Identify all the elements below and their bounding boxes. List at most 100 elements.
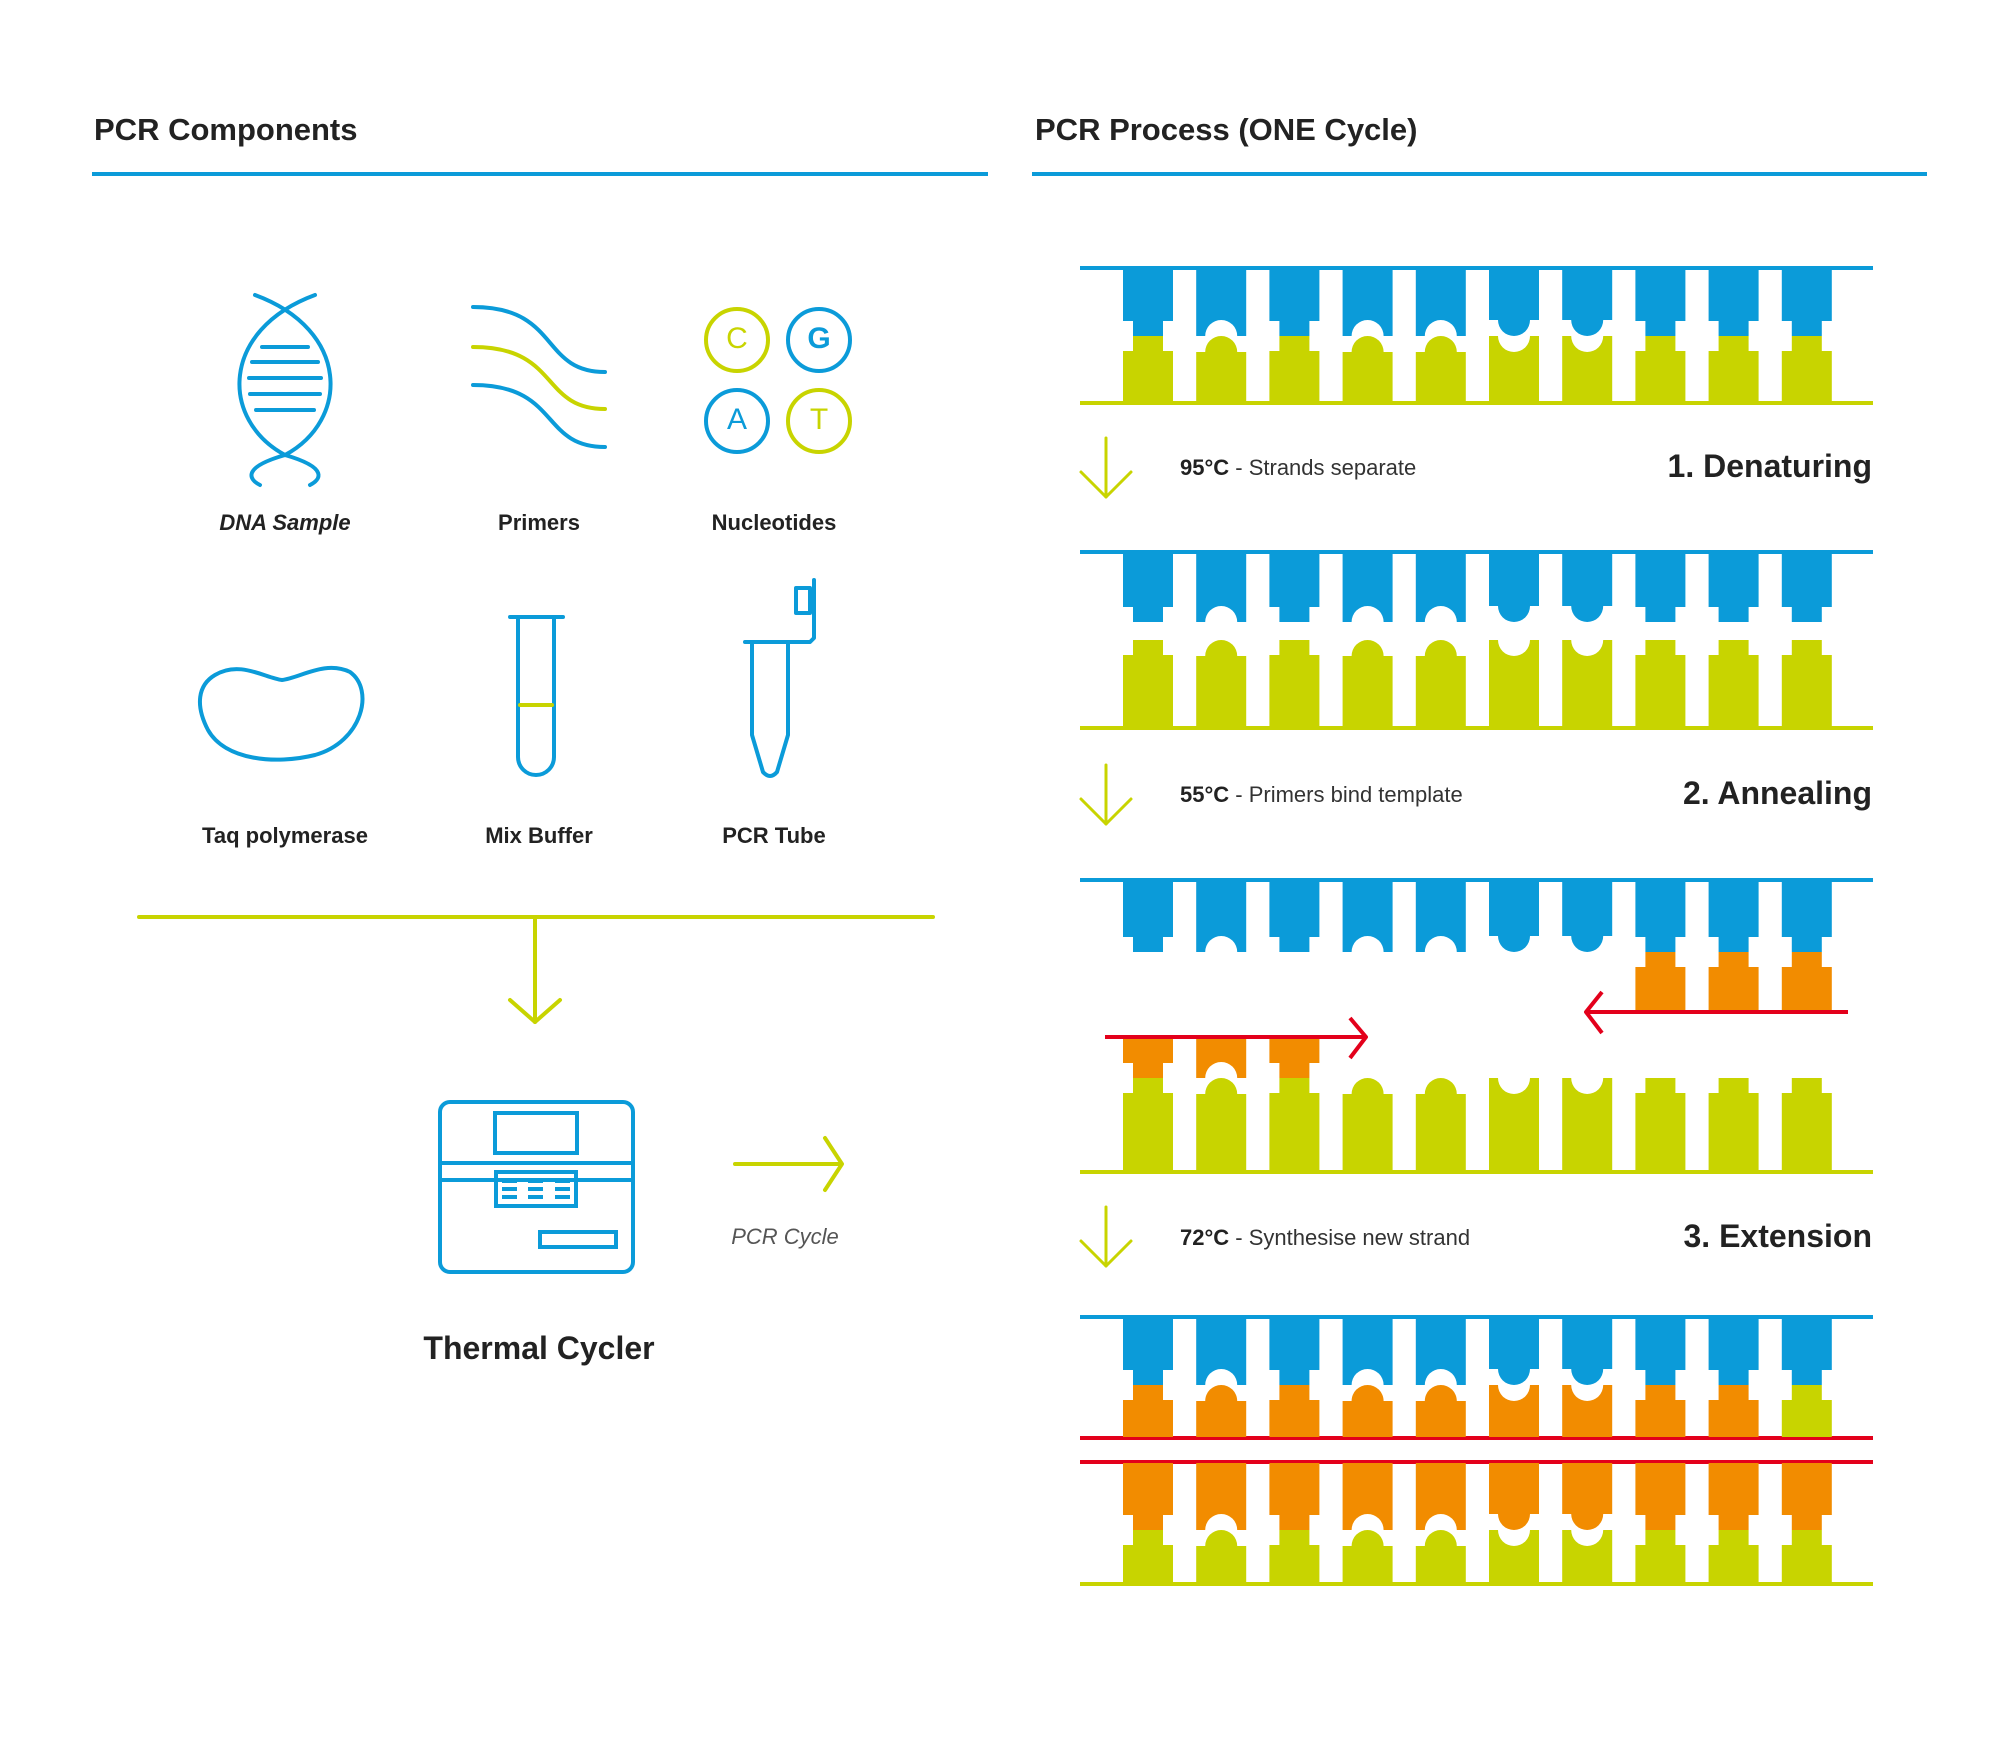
components-join-arrow xyxy=(137,915,935,1024)
block2-bottom-base xyxy=(1489,640,1539,726)
block1-top-base xyxy=(1269,268,1320,336)
block1-bottom-base xyxy=(1196,336,1247,401)
step-2-temperature: 55°C xyxy=(1180,782,1230,807)
left-panel-title: PCR Components xyxy=(94,112,358,147)
block3-top-base xyxy=(1269,880,1320,952)
block3-top-base xyxy=(1342,880,1393,952)
block3-primer-top xyxy=(1781,952,1832,1012)
component-label-taq-polymerase: Taq polymerase xyxy=(202,823,368,848)
step-2-description: - Primers bind template xyxy=(1229,782,1463,807)
block2-top-base xyxy=(1562,552,1613,622)
step-3-temperature: 72°C xyxy=(1180,1225,1230,1250)
test-tube-icon xyxy=(508,615,565,777)
block4-template-top xyxy=(1489,1317,1539,1385)
step-2-arrow xyxy=(1079,763,1133,826)
right-panel-title: PCR Process (ONE Cycle) xyxy=(1035,112,1418,147)
block1-bottom-base xyxy=(1123,336,1173,401)
block3-primer-bottom xyxy=(1269,1038,1320,1078)
block3-bottom-base xyxy=(1342,1078,1393,1170)
step-3-name: 3. Extension xyxy=(1683,1218,1873,1254)
pcr-tube-icon xyxy=(743,578,816,778)
nucleotide-t-circle xyxy=(786,388,852,454)
block1-bottom-base xyxy=(1635,336,1686,401)
block4-template-top xyxy=(1781,1317,1832,1385)
block1-bottom-base xyxy=(1562,336,1613,401)
block3-bottom-base xyxy=(1708,1078,1759,1170)
component-label-primers: Primers xyxy=(498,510,580,535)
component-label-nucleotides: Nucleotides xyxy=(711,510,837,535)
block3-bottom-base xyxy=(1489,1078,1539,1170)
block2-top-base xyxy=(1708,552,1759,622)
block4-template-top xyxy=(1196,1317,1247,1385)
block2-bottom-base xyxy=(1269,640,1320,726)
block3-top-base xyxy=(1635,880,1686,952)
block3-bottom-base xyxy=(1562,1078,1613,1170)
nucleotide-a-circle xyxy=(704,388,770,454)
block4-template-bottom xyxy=(1342,1530,1393,1582)
block4-new-strand-bottom xyxy=(1123,1463,1173,1530)
block1-top-base xyxy=(1781,268,1832,336)
block1-bottom-base xyxy=(1269,336,1320,401)
block2-bottom-base xyxy=(1196,640,1247,726)
block3-top-base xyxy=(1489,880,1539,952)
block2-top-base xyxy=(1269,552,1320,622)
block2-bottom-base xyxy=(1781,640,1832,726)
block3-bottom-base xyxy=(1415,1078,1466,1170)
pcr-cycle-label: PCR Cycle xyxy=(731,1224,839,1249)
block4-new-strand-bottom xyxy=(1562,1463,1613,1530)
left-title-rule xyxy=(92,172,988,176)
block3-top-base xyxy=(1415,880,1466,952)
block3-top-base xyxy=(1781,880,1832,952)
block4-template-top xyxy=(1123,1317,1173,1385)
primer-forward-arrowhead xyxy=(1348,1016,1368,1060)
block4-template-top xyxy=(1415,1317,1466,1385)
nucleotide-c-circle xyxy=(704,307,770,373)
block2-bottom-base xyxy=(1342,640,1393,726)
block4-template-top xyxy=(1342,1317,1393,1385)
step-1-temperature: 95°C xyxy=(1180,455,1230,480)
block2-top-base xyxy=(1123,552,1173,622)
block4-new-strand-bottom xyxy=(1342,1463,1393,1530)
nucleotides-icon xyxy=(704,307,852,454)
step-3-arrow xyxy=(1079,1205,1133,1268)
block4-new-strand-bottom xyxy=(1489,1463,1539,1530)
block2-bottom-base xyxy=(1708,640,1759,726)
component-label-pcr-tube: PCR Tube xyxy=(722,823,826,848)
block4-new-strand-bottom xyxy=(1196,1463,1247,1530)
block1-bottom-base xyxy=(1489,336,1539,401)
block1-top-base xyxy=(1415,268,1466,336)
block1-top-base xyxy=(1635,268,1686,336)
step-1-temperature-line: 95°C - Strands separate xyxy=(1180,455,1416,481)
thermal-cycler-label: Thermal Cycler xyxy=(423,1330,655,1366)
block4-new-strand-top xyxy=(1269,1385,1320,1437)
block2-top-base xyxy=(1415,552,1466,622)
block2-top-base xyxy=(1781,552,1832,622)
nucleotide-t-letter: T xyxy=(809,403,829,436)
block2-top-base xyxy=(1342,552,1393,622)
component-label-mix-buffer: Mix Buffer xyxy=(485,823,593,848)
block4-template-bottom xyxy=(1489,1530,1539,1582)
block2-bottom-base xyxy=(1635,640,1686,726)
step-1-name: 1. Denaturing xyxy=(1667,448,1872,484)
block4-template-bottom xyxy=(1123,1530,1173,1582)
primer-reverse-arrowhead xyxy=(1584,990,1604,1035)
block4-template-bottom xyxy=(1781,1530,1832,1582)
block3-primer-top xyxy=(1635,952,1686,1012)
block4-new-strand-bottom xyxy=(1781,1463,1832,1530)
component-label-dna-sample: DNA Sample xyxy=(219,510,351,535)
block4-template-bottom xyxy=(1635,1530,1686,1582)
step-2-name: 2. Annealing xyxy=(1682,775,1872,811)
nucleotide-g-circle xyxy=(786,307,852,373)
step-1-arrow xyxy=(1079,436,1133,499)
block3-primer-bottom xyxy=(1123,1038,1173,1078)
block4-new-strand-bottom xyxy=(1708,1463,1759,1530)
dna-helix-icon xyxy=(237,293,333,487)
right-title-rule xyxy=(1032,172,1927,176)
block1-bottom-base xyxy=(1708,336,1759,401)
block4-new-strand-bottom xyxy=(1635,1463,1686,1530)
primers-icon xyxy=(471,305,607,449)
block4-template-top xyxy=(1708,1317,1759,1385)
block3-bottom-base xyxy=(1196,1078,1247,1170)
block3-top-base xyxy=(1123,880,1173,952)
